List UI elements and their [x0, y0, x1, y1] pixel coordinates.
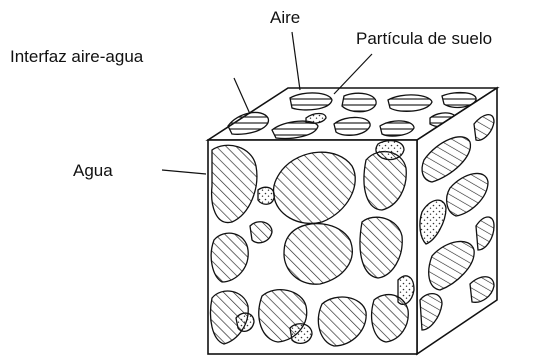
- leader-water: [162, 170, 206, 174]
- label-water: Agua: [73, 161, 206, 180]
- label-soil-particle: Partícula de suelo: [334, 29, 492, 94]
- label-soil-particle-text: Partícula de suelo: [356, 29, 492, 48]
- leader-air: [292, 32, 300, 90]
- label-air-water-interface-text: Interfaz aire-agua: [10, 47, 144, 66]
- label-air-water-interface: Interfaz aire-agua: [10, 47, 250, 114]
- label-air-text: Aire: [270, 8, 300, 27]
- label-water-text: Agua: [73, 161, 113, 180]
- cube-front-face: [208, 140, 417, 354]
- label-air: Aire: [270, 8, 300, 90]
- leader-air-water-interface: [234, 78, 250, 114]
